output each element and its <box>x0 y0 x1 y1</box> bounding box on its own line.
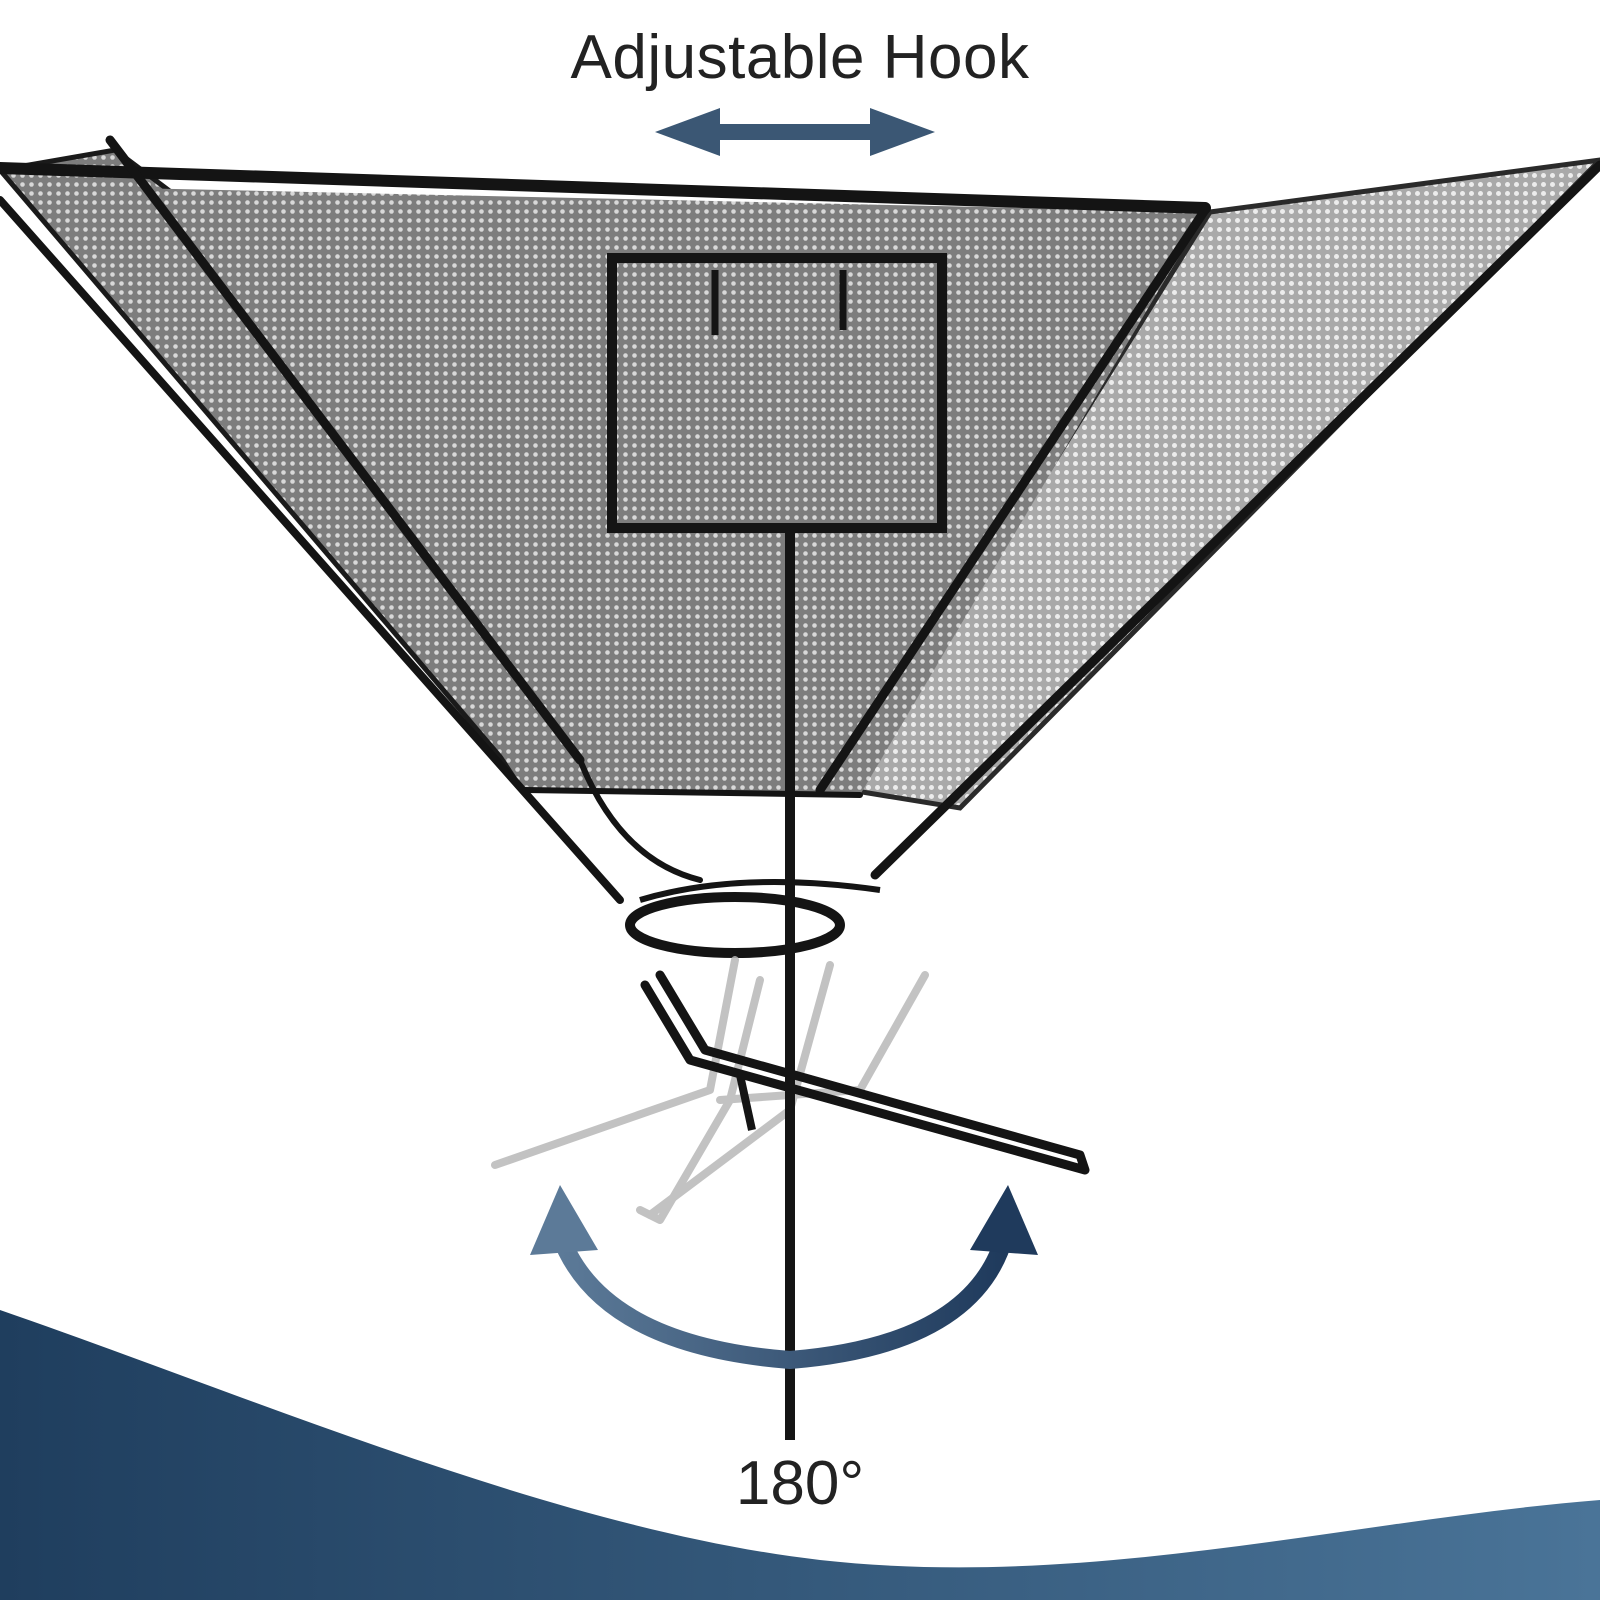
wave-background <box>0 1310 1600 1600</box>
net-frame <box>0 135 1600 904</box>
curved-arrow-icon <box>530 1185 1038 1370</box>
hook-slots <box>711 270 847 335</box>
hook-active <box>640 970 1090 1175</box>
base-ring <box>625 879 881 958</box>
target-square <box>607 253 947 533</box>
mesh-panel-center <box>130 188 1205 795</box>
feature-title: Adjustable Hook <box>570 23 1030 92</box>
rotation-angle-label: 180° <box>735 1449 865 1518</box>
double-arrow-horizontal-icon <box>655 108 935 156</box>
